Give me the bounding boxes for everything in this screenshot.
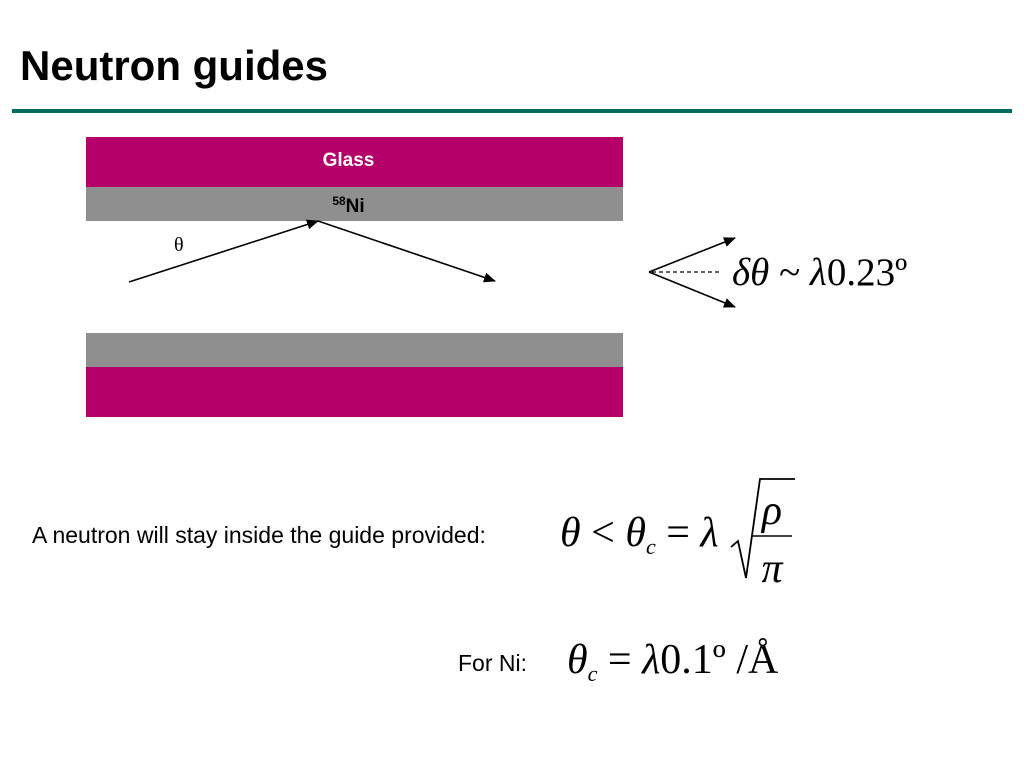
- nickel-mass-number: 58: [332, 194, 346, 208]
- theta-symbol: θ: [750, 251, 770, 294]
- lambda-symbol: λ: [700, 510, 719, 556]
- guide-condition-text: A neutron will stay inside the guide pro…: [32, 522, 486, 548]
- incident-neutron-arrow: [128, 219, 319, 283]
- critical-theta-symbol: θ: [625, 510, 646, 556]
- delta-symbol: δ: [732, 251, 751, 294]
- equals-symbol: =: [597, 637, 643, 683]
- slide-title: Neutron guides: [20, 42, 329, 89]
- glass-layer-bottom: [86, 367, 623, 417]
- less-than-symbol: <: [580, 510, 626, 556]
- divergence-formula: δθ ~ λ0.23º: [732, 250, 907, 296]
- divergence-value: 0.23º: [826, 251, 908, 294]
- divergence-lower-arrow: [648, 271, 736, 308]
- critical-angle-condition: θ < θc = λ: [560, 508, 719, 558]
- nickel-layer-top: [86, 187, 623, 221]
- reflection-angle-label: θ: [174, 234, 184, 256]
- tilde-symbol: ~: [769, 251, 810, 294]
- divergence-upper-arrow: [648, 237, 736, 273]
- reflected-neutron-arrow: [317, 220, 496, 283]
- title-divider: [12, 109, 1012, 113]
- nickel-critical-value: 0.1º /Å: [660, 637, 779, 683]
- nickel-symbol: Ni: [345, 196, 365, 217]
- nickel-critical-angle-formula: θc = λ0.1º /Å: [567, 635, 778, 685]
- critical-subscript: c: [587, 661, 598, 686]
- lambda-symbol: λ: [642, 637, 661, 683]
- pi-denominator: π: [761, 546, 783, 592]
- square-root-sign: [730, 478, 795, 579]
- theta-symbol: θ: [560, 510, 581, 556]
- glass-label: Glass: [322, 150, 375, 171]
- rho-numerator: ρ: [761, 488, 783, 534]
- equals-symbol: =: [655, 510, 701, 556]
- nickel-label: 58Ni: [86, 194, 611, 218]
- nickel-formula-label: For Ni:: [458, 650, 527, 676]
- critical-subscript: c: [645, 534, 656, 559]
- glass-layer-top: [86, 137, 623, 187]
- lambda-symbol: λ: [809, 251, 827, 294]
- nickel-layer-bottom: [86, 333, 623, 367]
- critical-theta-symbol: θ: [567, 637, 588, 683]
